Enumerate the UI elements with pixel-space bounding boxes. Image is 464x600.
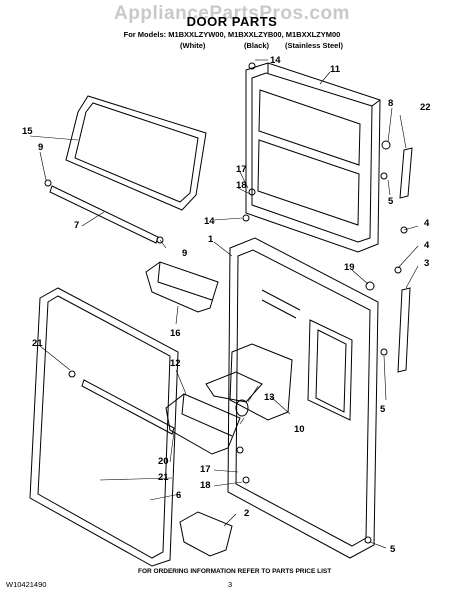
color-stainless: (Stainless Steel)	[285, 41, 343, 50]
color-white: (White)	[180, 41, 206, 50]
callout: 14	[204, 216, 215, 227]
callout: 1	[208, 234, 214, 245]
callout: 8	[388, 98, 393, 109]
door-shelf-part	[165, 393, 241, 455]
callout: 9	[182, 248, 187, 259]
callout: 13	[264, 392, 275, 403]
freezer-rail-part	[44, 179, 164, 244]
callout: 5	[390, 544, 396, 555]
part-number: W10421490	[6, 580, 47, 589]
callout: 9	[38, 142, 43, 153]
lower-bin-part	[179, 511, 233, 557]
callout: 6	[176, 490, 181, 501]
callout: 15	[22, 126, 33, 137]
color-black: (Black)	[244, 41, 270, 50]
callout: 2	[244, 508, 249, 519]
freezer-bin-part	[145, 261, 219, 313]
callout: 21	[32, 338, 43, 349]
page-title: DOOR PARTS	[186, 14, 278, 29]
callout: 14	[270, 55, 281, 66]
ordering-note: FOR ORDERING INFORMATION REFER TO PARTS …	[138, 568, 332, 575]
callout: 7	[74, 220, 79, 231]
callout: 19	[344, 262, 355, 273]
callout: 22	[420, 102, 431, 113]
refrigerator-rail-part	[68, 370, 175, 435]
callout: 18	[236, 180, 247, 191]
callout: 17	[236, 164, 247, 175]
page-number: 3	[228, 580, 233, 589]
callout: 3	[424, 258, 429, 269]
callout: 10	[294, 424, 305, 435]
callout: 17	[200, 464, 211, 475]
leader-lines	[29, 59, 419, 549]
freezer-door-part	[245, 62, 381, 253]
callout: 4	[424, 240, 430, 251]
freezer-gasket-part	[65, 95, 207, 211]
callout: 18	[200, 480, 211, 491]
watermark: AppliancePartsPros.com	[114, 3, 350, 24]
callout: 16	[170, 328, 181, 339]
models-line: For Models: M1BXXLZYW00, M1BXXLZYB00, M1…	[123, 30, 341, 39]
callout: 21	[158, 472, 169, 483]
callout: 11	[330, 64, 341, 75]
callout: 20	[158, 456, 169, 467]
refrigerator-gasket-part	[29, 287, 179, 567]
hinge-hardware	[236, 62, 413, 544]
callout: 4	[424, 218, 430, 229]
callout: 12	[170, 358, 181, 369]
refrigerator-door-part	[227, 237, 379, 559]
callout: 5	[380, 404, 386, 415]
callout: 5	[388, 196, 394, 207]
callout-labels: 14 11 8 22 15 9 17 18 5 7 14 1 4 4 9 19 …	[22, 55, 431, 555]
